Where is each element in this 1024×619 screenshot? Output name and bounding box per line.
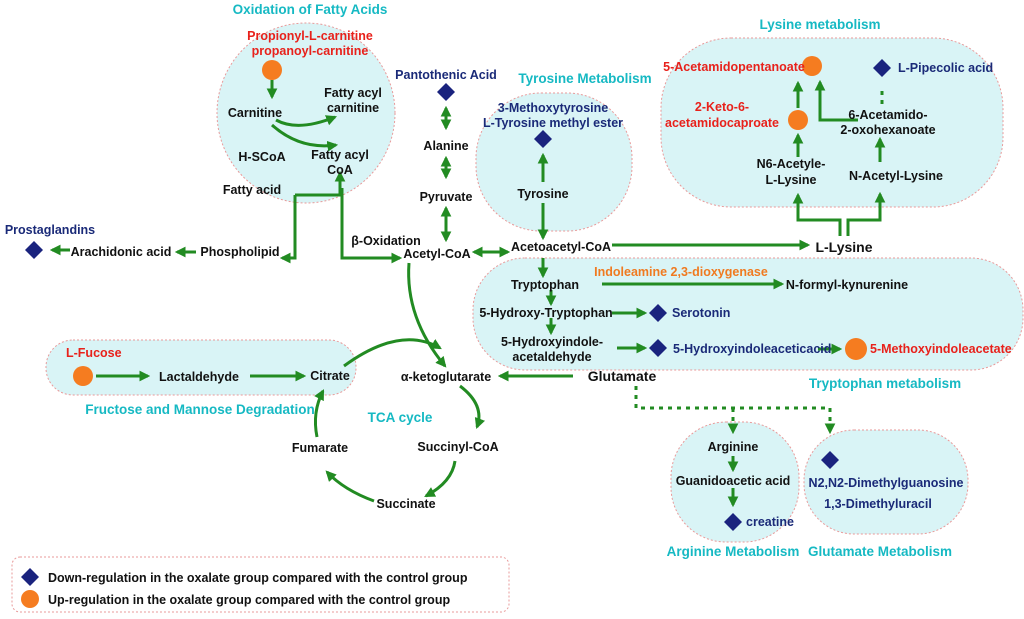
label-fatty-acyl-carnitine-line1: Fatty acyl: [324, 86, 382, 100]
label-fatty-acyl-coa-line1: Fatty acyl: [311, 148, 369, 162]
title-tyrosine-metabolism: Tyrosine Metabolism: [518, 71, 651, 86]
glutamate-arrows: [634, 386, 836, 508]
fatty-acid-arrows: [266, 80, 403, 264]
hydroxyindoleaceticacid-down-marker: [649, 339, 667, 357]
label-glutamate: Glutamate: [588, 368, 657, 384]
label-carnitine: Carnitine: [228, 106, 282, 120]
label-fumarate: Fumarate: [292, 441, 348, 455]
label-alpha-ketoglutarate: α-ketoglutarate: [401, 370, 491, 384]
keto-acetamidocaproate-up-marker: [788, 110, 808, 130]
title-tryptophan-metabolism: Tryptophan metabolism: [809, 376, 961, 391]
label-l-lysine: L-Lysine: [815, 239, 872, 255]
label-pantothenic-acid: Pantothenic Acid: [395, 68, 497, 82]
label-dimethyluracil: 1,3-Dimethyluracil: [824, 497, 932, 511]
arginine-metabolism-region: [670, 421, 800, 543]
title-fructose-mannose: Fructose and Mannose Degradation: [85, 402, 315, 417]
label-l-fucose: L-Fucose: [66, 346, 122, 360]
label-tyrosine: Tyrosine: [517, 187, 568, 201]
legend-up-marker: [21, 590, 39, 608]
label-l-pipecolic-acid: L-Pipecolic acid: [898, 61, 993, 75]
label-fatty-acyl-carnitine-line2: carnitine: [327, 101, 379, 115]
title-fatty-acid-oxidation: Oxidation of Fatty Acids: [233, 2, 388, 17]
legend-down-marker: [21, 568, 39, 586]
title-arginine-metabolism: Arginine Metabolism: [667, 544, 800, 559]
label-prostaglandins: Prostaglandins: [5, 223, 95, 237]
lipid-arrows: [49, 244, 196, 258]
label-acetamido-oxohexanoate-line2: 2-oxohexanoate: [840, 123, 935, 137]
label-phospholipid: Phospholipid: [200, 245, 279, 259]
legend-down-text: Down-regulation in the oxalate group com…: [48, 571, 468, 585]
pyruvate-arrows: [440, 105, 511, 258]
creatine-down-marker: [724, 513, 742, 531]
label-keto-line1: 2-Keto-6-: [695, 100, 749, 114]
label-pyruvate: Pyruvate: [420, 190, 473, 204]
label-serotonin: Serotonin: [672, 306, 730, 320]
label-propionyl-l-carnitine: Propionyl-L-carnitine: [247, 29, 373, 43]
prostaglandins-down-marker: [25, 241, 43, 259]
pantothenic-acid-down-marker: [437, 83, 455, 101]
label-n-acetyl-lysine: N-Acetyl-Lysine: [849, 169, 943, 183]
label-beta-oxidation: β-Oxidation: [351, 234, 420, 248]
tyrosine-metabolism-region: [475, 92, 633, 232]
legend-up-text: Up-regulation in the oxalate group compa…: [48, 593, 450, 607]
label-methoxytyrosine: 3-Methoxytyrosine: [498, 101, 608, 115]
label-hydroxyindole-acetaldehyde-line2: acetaldehyde: [512, 350, 591, 364]
label-keto-line2: acetamidocaproate: [665, 116, 779, 130]
label-n-formyl-kynurenine: N-formyl-kynurenine: [786, 278, 908, 292]
methoxyindoleacetate-up-marker: [845, 338, 867, 360]
legend-box: [11, 556, 510, 613]
label-h-scoa: H-SCoA: [238, 150, 285, 164]
label-n6-acetyl-line2: L-Lysine: [766, 173, 817, 187]
label-acetamido-oxohexanoate-line1: 6-Acetamido-: [848, 108, 927, 122]
label-acetyl-coa: Acetyl-CoA: [403, 247, 470, 261]
tca-arrows: [96, 262, 573, 503]
l-fucose-up-marker: [73, 366, 93, 386]
title-tca-cycle: TCA cycle: [368, 410, 433, 425]
label-n6-acetyl-line1: N6-Acetyle-: [757, 157, 826, 171]
lysine-metabolism-region: [660, 37, 1004, 208]
label-dimethylguanosine: N2,N2-Dimethylguanosine: [809, 476, 964, 490]
label-propanoyl-carnitine: propanoyl-carnitine: [252, 44, 369, 58]
label-arachidonic-acid: Arachidonic acid: [71, 245, 172, 259]
label-tyrosine-methyl-ester: L-Tyrosine methyl ester: [483, 116, 623, 130]
label-creatine: creatine: [746, 515, 794, 529]
tryptophan-arrows: [537, 258, 843, 355]
pipecolic-acid-down-marker: [873, 59, 891, 77]
label-tryptophan: Tryptophan: [511, 278, 579, 292]
title-glutamate-metabolism: Glutamate Metabolism: [808, 544, 952, 559]
label-methoxyindoleacetate: 5-Methoxyindoleacetate: [870, 342, 1012, 356]
title-lysine-metabolism: Lysine metabolism: [759, 17, 880, 32]
label-fatty-acid: Fatty acid: [223, 183, 281, 197]
dimethylguanosine-down-marker: [821, 451, 839, 469]
label-fatty-acyl-coa-line2: CoA: [327, 163, 353, 177]
label-succinate: Succinate: [376, 497, 435, 511]
label-hydroxyindole-acetaldehyde-line1: 5-Hydroxyindole-: [501, 335, 603, 349]
glutamate-metabolism-region: [803, 429, 969, 535]
lysine-arrows: [612, 79, 886, 251]
label-succinyl-coa: Succinyl-CoA: [417, 440, 498, 454]
label-hydroxyindoleaceticacid: 5-Hydroxyindoleaceticacid: [673, 342, 831, 356]
label-indoleamine-dioxygenase: Indoleamine 2,3-dioxygenase: [594, 265, 768, 279]
label-citrate: Citrate: [310, 369, 350, 383]
label-alanine: Alanine: [423, 139, 468, 153]
acetamidopentanoate-up-marker: [802, 56, 822, 76]
propionyl-carnitine-up-marker: [262, 60, 282, 80]
serotonin-down-marker: [649, 304, 667, 322]
fatty-acid-oxidation-region: [216, 22, 396, 204]
up-regulated-markers: [21, 56, 867, 608]
label-guanidoacetic-acid: Guanidoacetic acid: [676, 474, 791, 488]
label-hydroxy-tryptophan: 5-Hydroxy-Tryptophan: [479, 306, 612, 320]
label-acetoacetyl-coa: Acetoacetyl-CoA: [511, 240, 611, 254]
label-acetamidopentanoate: 5-Acetamidopentanoate: [663, 60, 805, 74]
tryptophan-metabolism-region: [472, 257, 1024, 371]
label-lactaldehyde: Lactaldehyde: [159, 370, 239, 384]
fructose-mannose-region: [45, 339, 357, 396]
label-arginine: Arginine: [708, 440, 759, 454]
tyrosine-methyl-ester-down-marker: [534, 130, 552, 148]
down-regulated-markers: [21, 59, 891, 586]
